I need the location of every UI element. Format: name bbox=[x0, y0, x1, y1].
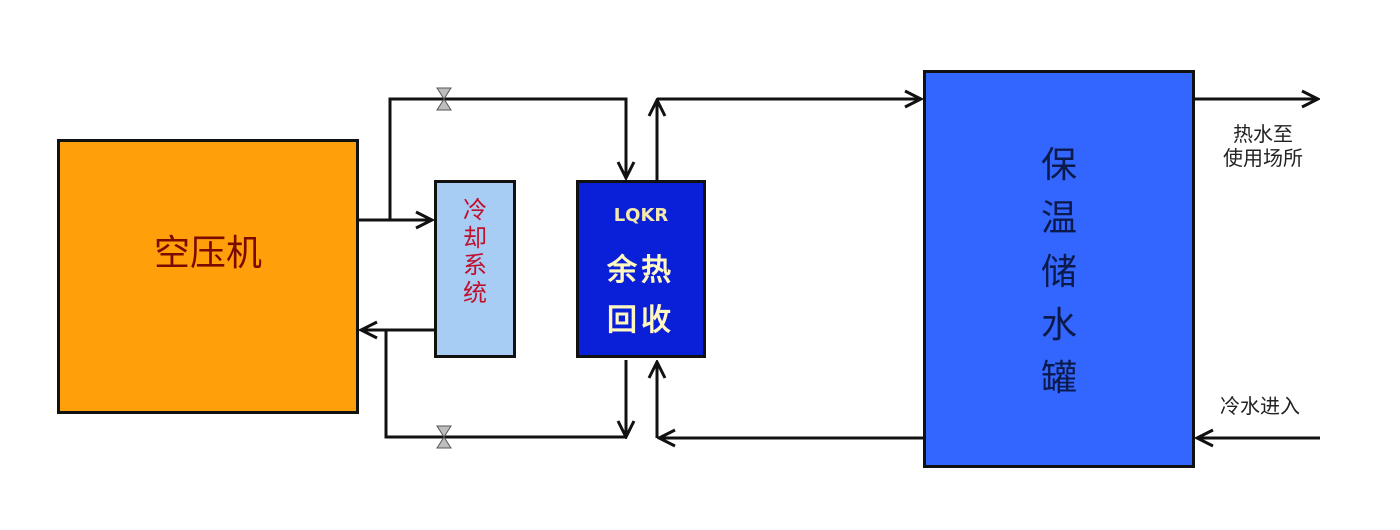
heat-recovery-node: LQKR 余热 回收 bbox=[576, 180, 706, 358]
air-compressor-label: 空压机 bbox=[153, 233, 262, 274]
label-char: 却 bbox=[463, 223, 487, 252]
label-char: 储 bbox=[1040, 251, 1077, 293]
cooling-system-node: 冷 却 系 统 bbox=[434, 180, 516, 358]
label-char: 罐 bbox=[1040, 358, 1077, 400]
label-char: 统 bbox=[463, 278, 487, 307]
top-bypass-valve[interactable] bbox=[436, 87, 452, 111]
bottom-bypass-valve[interactable] bbox=[436, 425, 452, 449]
label-char: 水 bbox=[1040, 304, 1077, 346]
pipe-bypass-top bbox=[388, 97, 626, 220]
hot-water-out-line2: 使用场所 bbox=[1223, 146, 1303, 170]
storage-tank-node: 保 温 储 水 罐 bbox=[923, 70, 1195, 468]
heat-recovery-line2: 回收 bbox=[607, 303, 675, 338]
label-char: 保 bbox=[1040, 145, 1077, 186]
heat-recovery-line1: 余热 bbox=[607, 253, 675, 288]
hot-water-out-line1: 热水至 bbox=[1233, 122, 1293, 146]
air-compressor-node: 空压机 bbox=[57, 139, 359, 414]
heat-recovery-code: LQKR bbox=[613, 205, 669, 226]
cold-water-in-label: 冷水进入 bbox=[1220, 394, 1300, 418]
label-char: 冷 bbox=[463, 196, 487, 224]
storage-tank-label: 保 温 储 水 罐 bbox=[926, 139, 1192, 405]
label-char: 系 bbox=[463, 251, 487, 280]
pipe-bypass-bottom-return bbox=[384, 330, 626, 439]
hot-water-out-label: 热水至 使用场所 bbox=[1208, 122, 1318, 170]
label-char: 温 bbox=[1040, 198, 1077, 240]
cooling-system-label: 冷 却 系 统 bbox=[437, 196, 513, 307]
